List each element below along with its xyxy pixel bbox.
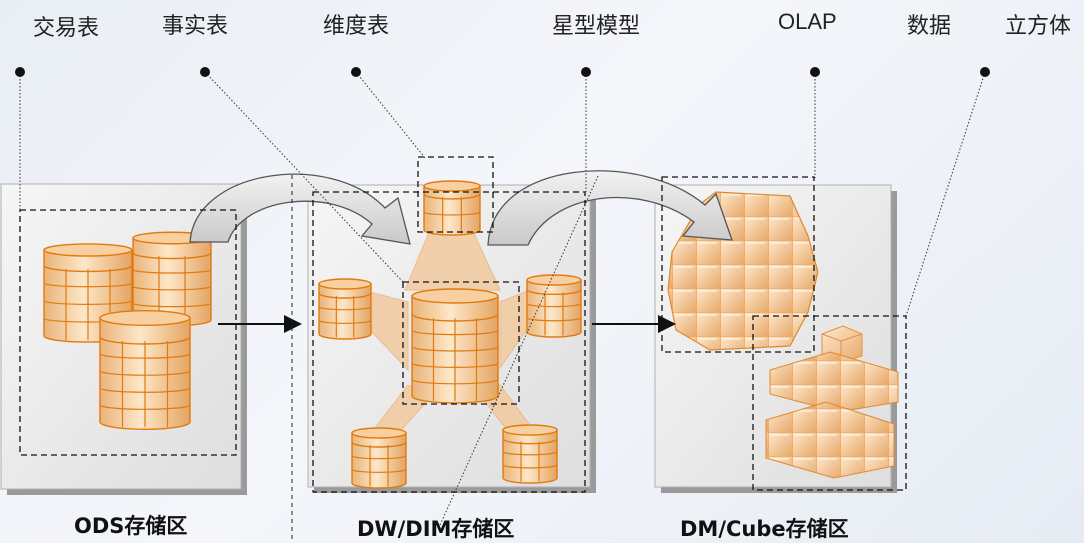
bullet-dot-icon xyxy=(15,67,25,77)
label-trade-table: 交易表 xyxy=(33,16,100,41)
dimension-table-box xyxy=(417,156,494,233)
table-cylinder-icon xyxy=(526,274,582,338)
zone-label-dw-dim: DW/DIM存储区 xyxy=(357,517,515,541)
leader-lines xyxy=(19,71,986,526)
label-fact-table: 事实表 xyxy=(162,14,229,39)
bullet-dot-icon xyxy=(980,67,990,77)
cube-box xyxy=(752,315,907,491)
star-schema-box xyxy=(312,191,586,493)
bullet-dot-icon xyxy=(351,67,361,77)
table-cylinder-icon xyxy=(132,231,212,327)
table-cylinder-icon xyxy=(423,180,481,236)
label-star-schema: 星型模型 xyxy=(552,14,641,39)
zone-label-ods: ODS存储区 xyxy=(74,514,188,538)
right-arrow-icon xyxy=(592,315,676,333)
table-cylinder-icon xyxy=(351,427,407,489)
olap-box xyxy=(661,176,815,353)
table-cylinder-icon xyxy=(502,424,558,484)
bullet-dots xyxy=(15,67,990,77)
label-olap: OLAP xyxy=(778,9,837,34)
table-cylinder-icon xyxy=(99,310,191,430)
bullet-dot-icon xyxy=(581,67,591,77)
label-cube: 立方体 xyxy=(1005,14,1072,39)
bullet-dot-icon xyxy=(810,67,820,77)
zone-label-dm-cube: DM/Cube存储区 xyxy=(680,517,849,541)
data-cube-stack xyxy=(765,351,899,479)
dashed-boxes xyxy=(19,156,907,493)
fact-table-box xyxy=(402,281,520,405)
bullet-dot-icon xyxy=(200,67,210,77)
label-data: 数据 xyxy=(907,14,952,39)
curved-arrow-icon xyxy=(487,170,733,246)
table-cylinder-icon xyxy=(318,278,372,340)
table-cylinder-icon xyxy=(411,288,499,404)
table-cylinders xyxy=(43,180,582,489)
right-arrow-icon xyxy=(218,315,302,333)
label-dimension-table: 维度表 xyxy=(323,14,390,39)
